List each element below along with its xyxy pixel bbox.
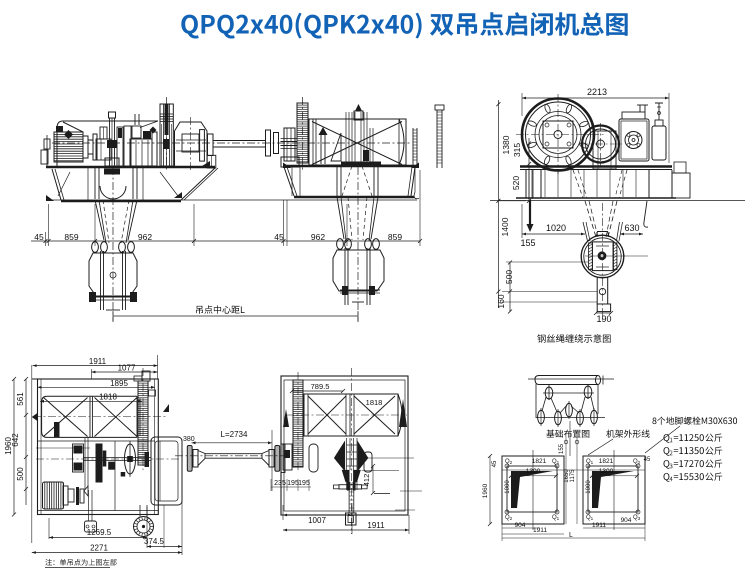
svg-text:1818: 1818 (366, 398, 383, 407)
svg-text:1: 1 (591, 460, 594, 465)
svg-text:160: 160 (496, 294, 506, 308)
svg-text:1380: 1380 (501, 135, 511, 154)
svg-text:1269.5: 1269.5 (87, 528, 112, 537)
svg-text:235: 235 (274, 480, 286, 487)
svg-text:1: 1 (557, 460, 560, 465)
svg-text:Q: Q (586, 515, 591, 521)
svg-text:859: 859 (64, 232, 78, 242)
svg-text:3: 3 (638, 516, 641, 521)
svg-text:500: 500 (16, 467, 25, 481)
svg-text:642: 642 (11, 433, 20, 447)
svg-text:1175: 1175 (570, 469, 576, 483)
svg-text:1911: 1911 (367, 521, 385, 530)
svg-text:Q: Q (505, 515, 510, 521)
svg-text:1821: 1821 (532, 458, 547, 465)
svg-text:45: 45 (644, 457, 651, 463)
svg-text:45: 45 (34, 232, 44, 242)
svg-text:Q: Q (505, 459, 510, 465)
svg-text:904: 904 (621, 517, 632, 524)
svg-text:Q: Q (552, 515, 557, 521)
svg-text:1911: 1911 (533, 527, 547, 534)
svg-text:1300: 1300 (599, 468, 614, 475)
svg-text:L=2734: L=2734 (221, 430, 248, 439)
svg-text:155: 155 (559, 443, 565, 454)
svg-text:1000: 1000 (505, 480, 511, 494)
svg-text:789.5: 789.5 (311, 382, 330, 391)
svg-text:315: 315 (512, 143, 522, 157)
svg-text:2: 2 (638, 460, 641, 465)
svg-text:520: 520 (511, 176, 521, 190)
svg-text:1: 1 (591, 516, 594, 521)
svg-text:2213: 2213 (587, 87, 607, 97)
svg-text:Q: Q (633, 459, 638, 465)
svg-text:1911: 1911 (592, 522, 606, 529)
svg-text:1400: 1400 (500, 217, 510, 236)
svg-text:561: 561 (16, 392, 25, 406)
svg-text:190: 190 (596, 314, 611, 324)
svg-text:L: L (569, 532, 573, 539)
svg-text:630: 630 (624, 223, 639, 233)
svg-text:1911: 1911 (89, 357, 107, 366)
svg-text:1300: 1300 (526, 468, 541, 475)
svg-text:Q: Q (552, 459, 557, 465)
svg-text:45: 45 (492, 460, 498, 467)
svg-text:962: 962 (138, 232, 152, 242)
svg-text:1960: 1960 (482, 483, 489, 498)
svg-text:904: 904 (515, 522, 526, 529)
svg-text:Q: Q (586, 459, 591, 465)
svg-text:500: 500 (504, 270, 514, 284)
svg-text:195: 195 (298, 480, 310, 487)
svg-text:1000: 1000 (586, 480, 592, 494)
svg-text:962: 962 (311, 232, 325, 242)
svg-text:1: 1 (557, 516, 560, 521)
svg-text:1007: 1007 (308, 516, 326, 525)
svg-text:2271: 2271 (90, 544, 108, 553)
svg-text:412: 412 (362, 474, 371, 487)
svg-text:1650: 1650 (564, 469, 570, 483)
svg-text:380: 380 (183, 436, 195, 443)
svg-text:195: 195 (287, 480, 299, 487)
svg-text:155: 155 (520, 238, 535, 248)
svg-text:1821: 1821 (599, 458, 614, 465)
svg-text:Q: Q (633, 515, 638, 521)
svg-text:1895: 1895 (110, 379, 128, 388)
svg-text:374.5: 374.5 (144, 537, 165, 546)
svg-text:1818: 1818 (99, 393, 117, 402)
svg-text:1077: 1077 (118, 364, 136, 373)
svg-text:2: 2 (510, 460, 513, 465)
svg-text:45: 45 (274, 232, 284, 242)
svg-text:1020: 1020 (546, 223, 566, 233)
svg-text:1960: 1960 (4, 437, 13, 455)
svg-text:859: 859 (388, 232, 402, 242)
svg-text:2: 2 (510, 516, 513, 521)
